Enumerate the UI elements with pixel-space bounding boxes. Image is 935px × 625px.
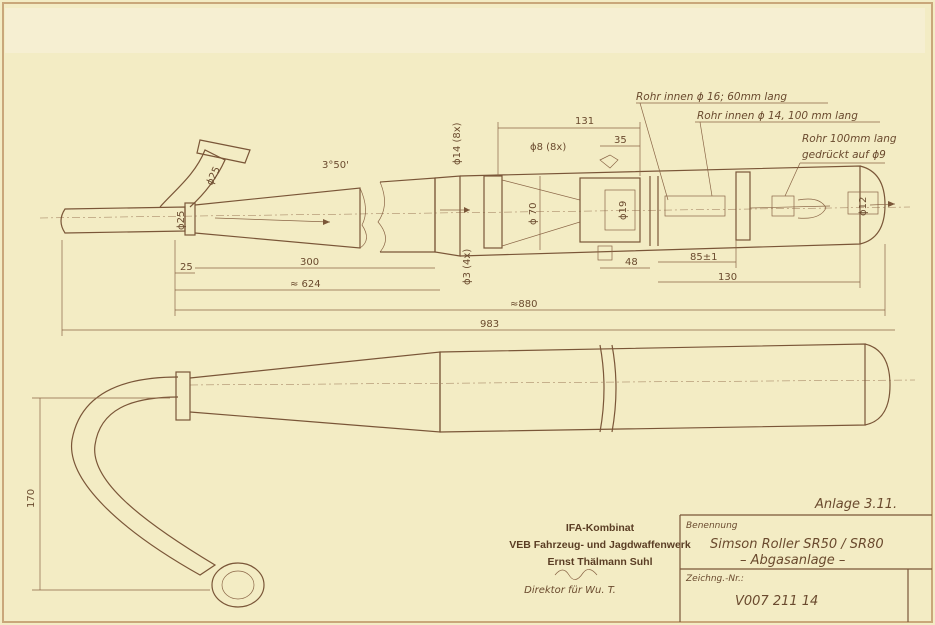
muffler-end-cap bbox=[859, 165, 886, 245]
outlet-stub bbox=[847, 191, 879, 215]
dimension-lines bbox=[61, 122, 895, 336]
dim-phi70: ϕ 70 bbox=[528, 203, 539, 226]
side-view: 170 bbox=[26, 343, 916, 608]
maker-line-1: IFA-Kombinat bbox=[566, 522, 635, 534]
stud-top bbox=[599, 154, 619, 169]
dim-angle: 3°50' bbox=[322, 160, 349, 171]
dim-35: 35 bbox=[614, 135, 627, 146]
drawing-no-label: Zeichng.-Nr.: bbox=[685, 574, 744, 584]
baffle-ring-2 bbox=[735, 171, 751, 241]
inlet-flange bbox=[184, 202, 196, 236]
faded-header-area bbox=[5, 8, 925, 53]
dim-phi8: ϕ8 (8x) bbox=[530, 142, 566, 153]
annex-label: Anlage 3.11. bbox=[814, 497, 897, 512]
dim-phi25-pipe: ϕ25 bbox=[176, 211, 187, 230]
port-flange-inner bbox=[221, 570, 255, 600]
flow-arrows bbox=[214, 201, 896, 225]
dim-48: 48 bbox=[625, 257, 638, 268]
body-inlet-ring bbox=[434, 175, 461, 257]
dim-phi3: ϕ3 (4x) bbox=[462, 249, 473, 285]
note-tube-14: Rohr innen ϕ 14, 100 mm lang bbox=[697, 110, 858, 122]
break-line-2 bbox=[377, 181, 386, 253]
diffuser-cone bbox=[194, 187, 361, 249]
dim-300: 300 bbox=[300, 257, 319, 268]
dim-170: 170 bbox=[26, 489, 37, 508]
name-label: Benennung bbox=[686, 521, 738, 531]
baffle-ring-1 bbox=[483, 175, 503, 249]
side-body bbox=[439, 343, 866, 433]
side-flange bbox=[175, 371, 191, 421]
note-tube-100-line1: Rohr 100mm lang bbox=[802, 133, 897, 145]
stud-bottom bbox=[597, 245, 613, 261]
inner-cone bbox=[501, 179, 581, 247]
dim-phi14: ϕ14 (8x) bbox=[452, 122, 463, 165]
side-end-cap bbox=[864, 343, 891, 426]
chamber-1 bbox=[579, 177, 641, 243]
exhaust-port-flange bbox=[196, 139, 251, 164]
dim-624: ≈ 624 bbox=[290, 279, 321, 290]
tube-100mm bbox=[664, 195, 726, 217]
name-line-2: – Abgasanlage – bbox=[740, 553, 845, 568]
dim-130: 130 bbox=[718, 272, 737, 283]
break-line bbox=[359, 187, 367, 249]
centerline-top bbox=[39, 206, 911, 219]
dim-131: 131 bbox=[575, 116, 594, 127]
muffler-body bbox=[459, 165, 861, 257]
maker-line-3: Ernst Thälmann Suhl bbox=[547, 556, 652, 568]
note-tube-16: Rohr innen ϕ 16; 60mm lang bbox=[636, 91, 787, 103]
dim-phi12: ϕ12 bbox=[858, 197, 869, 216]
cone-end bbox=[379, 177, 436, 253]
maker-line-2: VEB Fahrzeug- und Jagdwaffenwerk bbox=[509, 539, 691, 551]
exhaust-bend-top bbox=[159, 149, 226, 208]
note-tube-100-line2: gedrückt auf ϕ9 bbox=[802, 149, 886, 161]
title-block: Anlage 3.11. IFA-Kombinat VEB Fahrzeug- … bbox=[509, 497, 932, 622]
dim-25: 25 bbox=[180, 262, 193, 273]
dim-983: 983 bbox=[480, 319, 499, 330]
section-view: 131 35 3°50' 300 25 ≈ 624 ≈880 983 48 85… bbox=[39, 91, 911, 336]
tail-pipe-tip bbox=[797, 198, 827, 219]
chamber-insert bbox=[604, 189, 636, 231]
side-cone bbox=[189, 351, 441, 433]
exhaust-bend-side bbox=[70, 376, 217, 576]
dim-880: ≈880 bbox=[510, 299, 537, 310]
port-flange-ring bbox=[211, 562, 265, 608]
name-line-1: Simson Roller SR50 / SR80 bbox=[710, 537, 884, 552]
centerline-side bbox=[189, 379, 916, 386]
inlet-pipe bbox=[60, 206, 186, 234]
drawing-number: V007 211 14 bbox=[735, 594, 818, 609]
tail-tube bbox=[749, 205, 831, 209]
side-weld-seam bbox=[599, 344, 617, 433]
dim-phi19: ϕ19 bbox=[618, 201, 629, 220]
dim-85: 85±1 bbox=[690, 252, 717, 263]
note-leaders bbox=[636, 102, 885, 201]
signature-role: Direktor für Wu. T. bbox=[524, 585, 616, 596]
signature bbox=[554, 569, 598, 580]
tail-tube-end bbox=[771, 195, 795, 217]
